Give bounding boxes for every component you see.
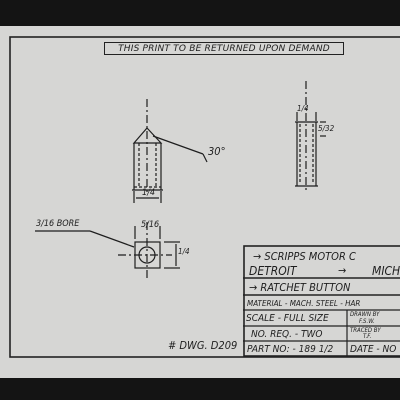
- sheet-border: [9, 36, 400, 358]
- part-name: → RATCHET BUTTON: [249, 281, 351, 294]
- city-separator: →: [338, 264, 347, 277]
- side-dimension-right: 5/32: [318, 124, 335, 133]
- drawing-sheet: THIS PRINT TO BE RETURNED UPON DEMAND 30…: [0, 26, 400, 378]
- bore-label: 3/16 BORE: [36, 219, 80, 229]
- ratchet-button-plan-view: [35, 222, 180, 280]
- drawn-by-value: F.S.W.: [359, 318, 375, 325]
- quantity-required: NO. REQ. - TWO: [251, 329, 323, 340]
- title-block-frame: [243, 245, 400, 357]
- width-dimension-left: 1/4: [142, 188, 156, 198]
- material-spec: MATERIAL - MACH. STEEL - HAR: [247, 299, 361, 308]
- square-top-dimension: 5/16: [141, 220, 160, 230]
- drawn-by-label: DRAWN BY: [350, 311, 380, 318]
- chamfer-angle-label: 30°: [208, 145, 226, 158]
- width-dimension-right: 1/4: [297, 104, 309, 113]
- technical-drawing: [9, 36, 400, 358]
- city-right: MICH: [372, 264, 400, 278]
- square-side-dimension: 1/4: [178, 247, 190, 256]
- part-number: PART NO: - 189 1/2: [247, 344, 334, 355]
- ratchet-button-end-view: [295, 81, 326, 192]
- company-name: → SCRIPPS MOTOR C: [253, 250, 356, 263]
- ratchet-button-side-view: [132, 99, 208, 203]
- scale-spec: SCALE - FULL SIZE: [246, 313, 329, 324]
- date-field: DATE - NO: [350, 344, 397, 355]
- traced-by-label: TRACED BY: [350, 327, 381, 334]
- traced-by-value: T.F.: [363, 333, 372, 340]
- city-left: DETROIT: [249, 264, 297, 278]
- title-block: → SCRIPPS MOTOR C DETROIT → MICH → RATCH…: [243, 245, 400, 357]
- return-notice: THIS PRINT TO BE RETURNED UPON DEMAND: [104, 42, 344, 55]
- drawing-number: # DWG. D209: [168, 339, 238, 352]
